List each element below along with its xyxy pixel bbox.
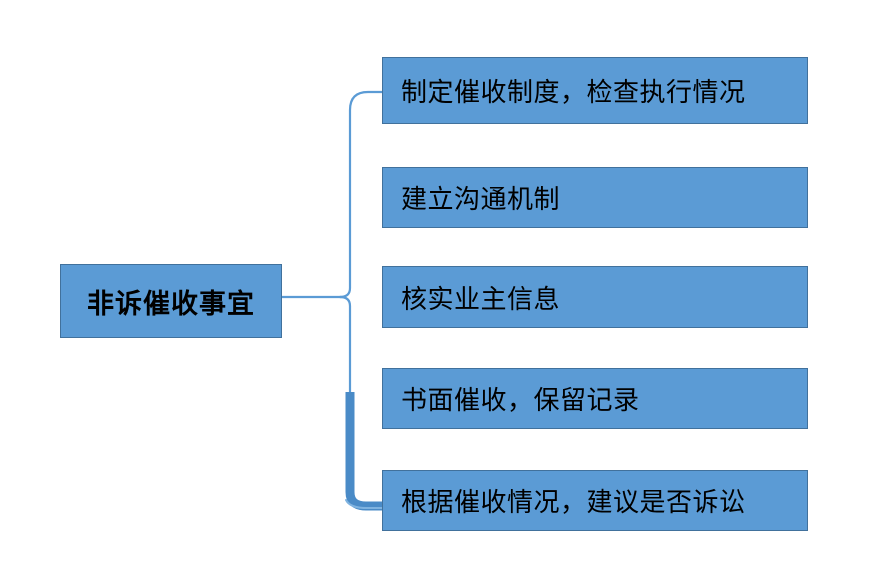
- branch-node-2[interactable]: 建立沟通机制: [382, 167, 808, 228]
- branch-node-5-label: 根据催收情况，建议是否诉讼: [401, 488, 746, 517]
- branch-node-4-label: 书面催收，保留记录: [401, 386, 640, 415]
- branch-node-3-label: 核实业主信息: [401, 284, 561, 314]
- root-node-label: 非诉催收事宜: [87, 288, 255, 319]
- connector-stem-upper: [338, 90, 384, 299]
- branch-node-2-label: 建立沟通机制: [401, 185, 561, 214]
- root-node[interactable]: 非诉催收事宜: [60, 264, 282, 338]
- branch-node-4[interactable]: 书面催收，保留记录: [382, 368, 808, 429]
- branch-node-3[interactable]: 核实业主信息: [382, 266, 808, 328]
- connector-stem-lower: [338, 295, 352, 394]
- connector-stem-thick: [345, 392, 382, 511]
- branch-node-1[interactable]: 制定催收制度，检查执行情况: [382, 57, 808, 124]
- branch-node-5[interactable]: 根据催收情况，建议是否诉讼: [382, 470, 808, 531]
- branch-node-1-label: 制定催收制度，检查执行情况: [401, 78, 746, 107]
- connector-bottom-highlight: [345, 499, 383, 509]
